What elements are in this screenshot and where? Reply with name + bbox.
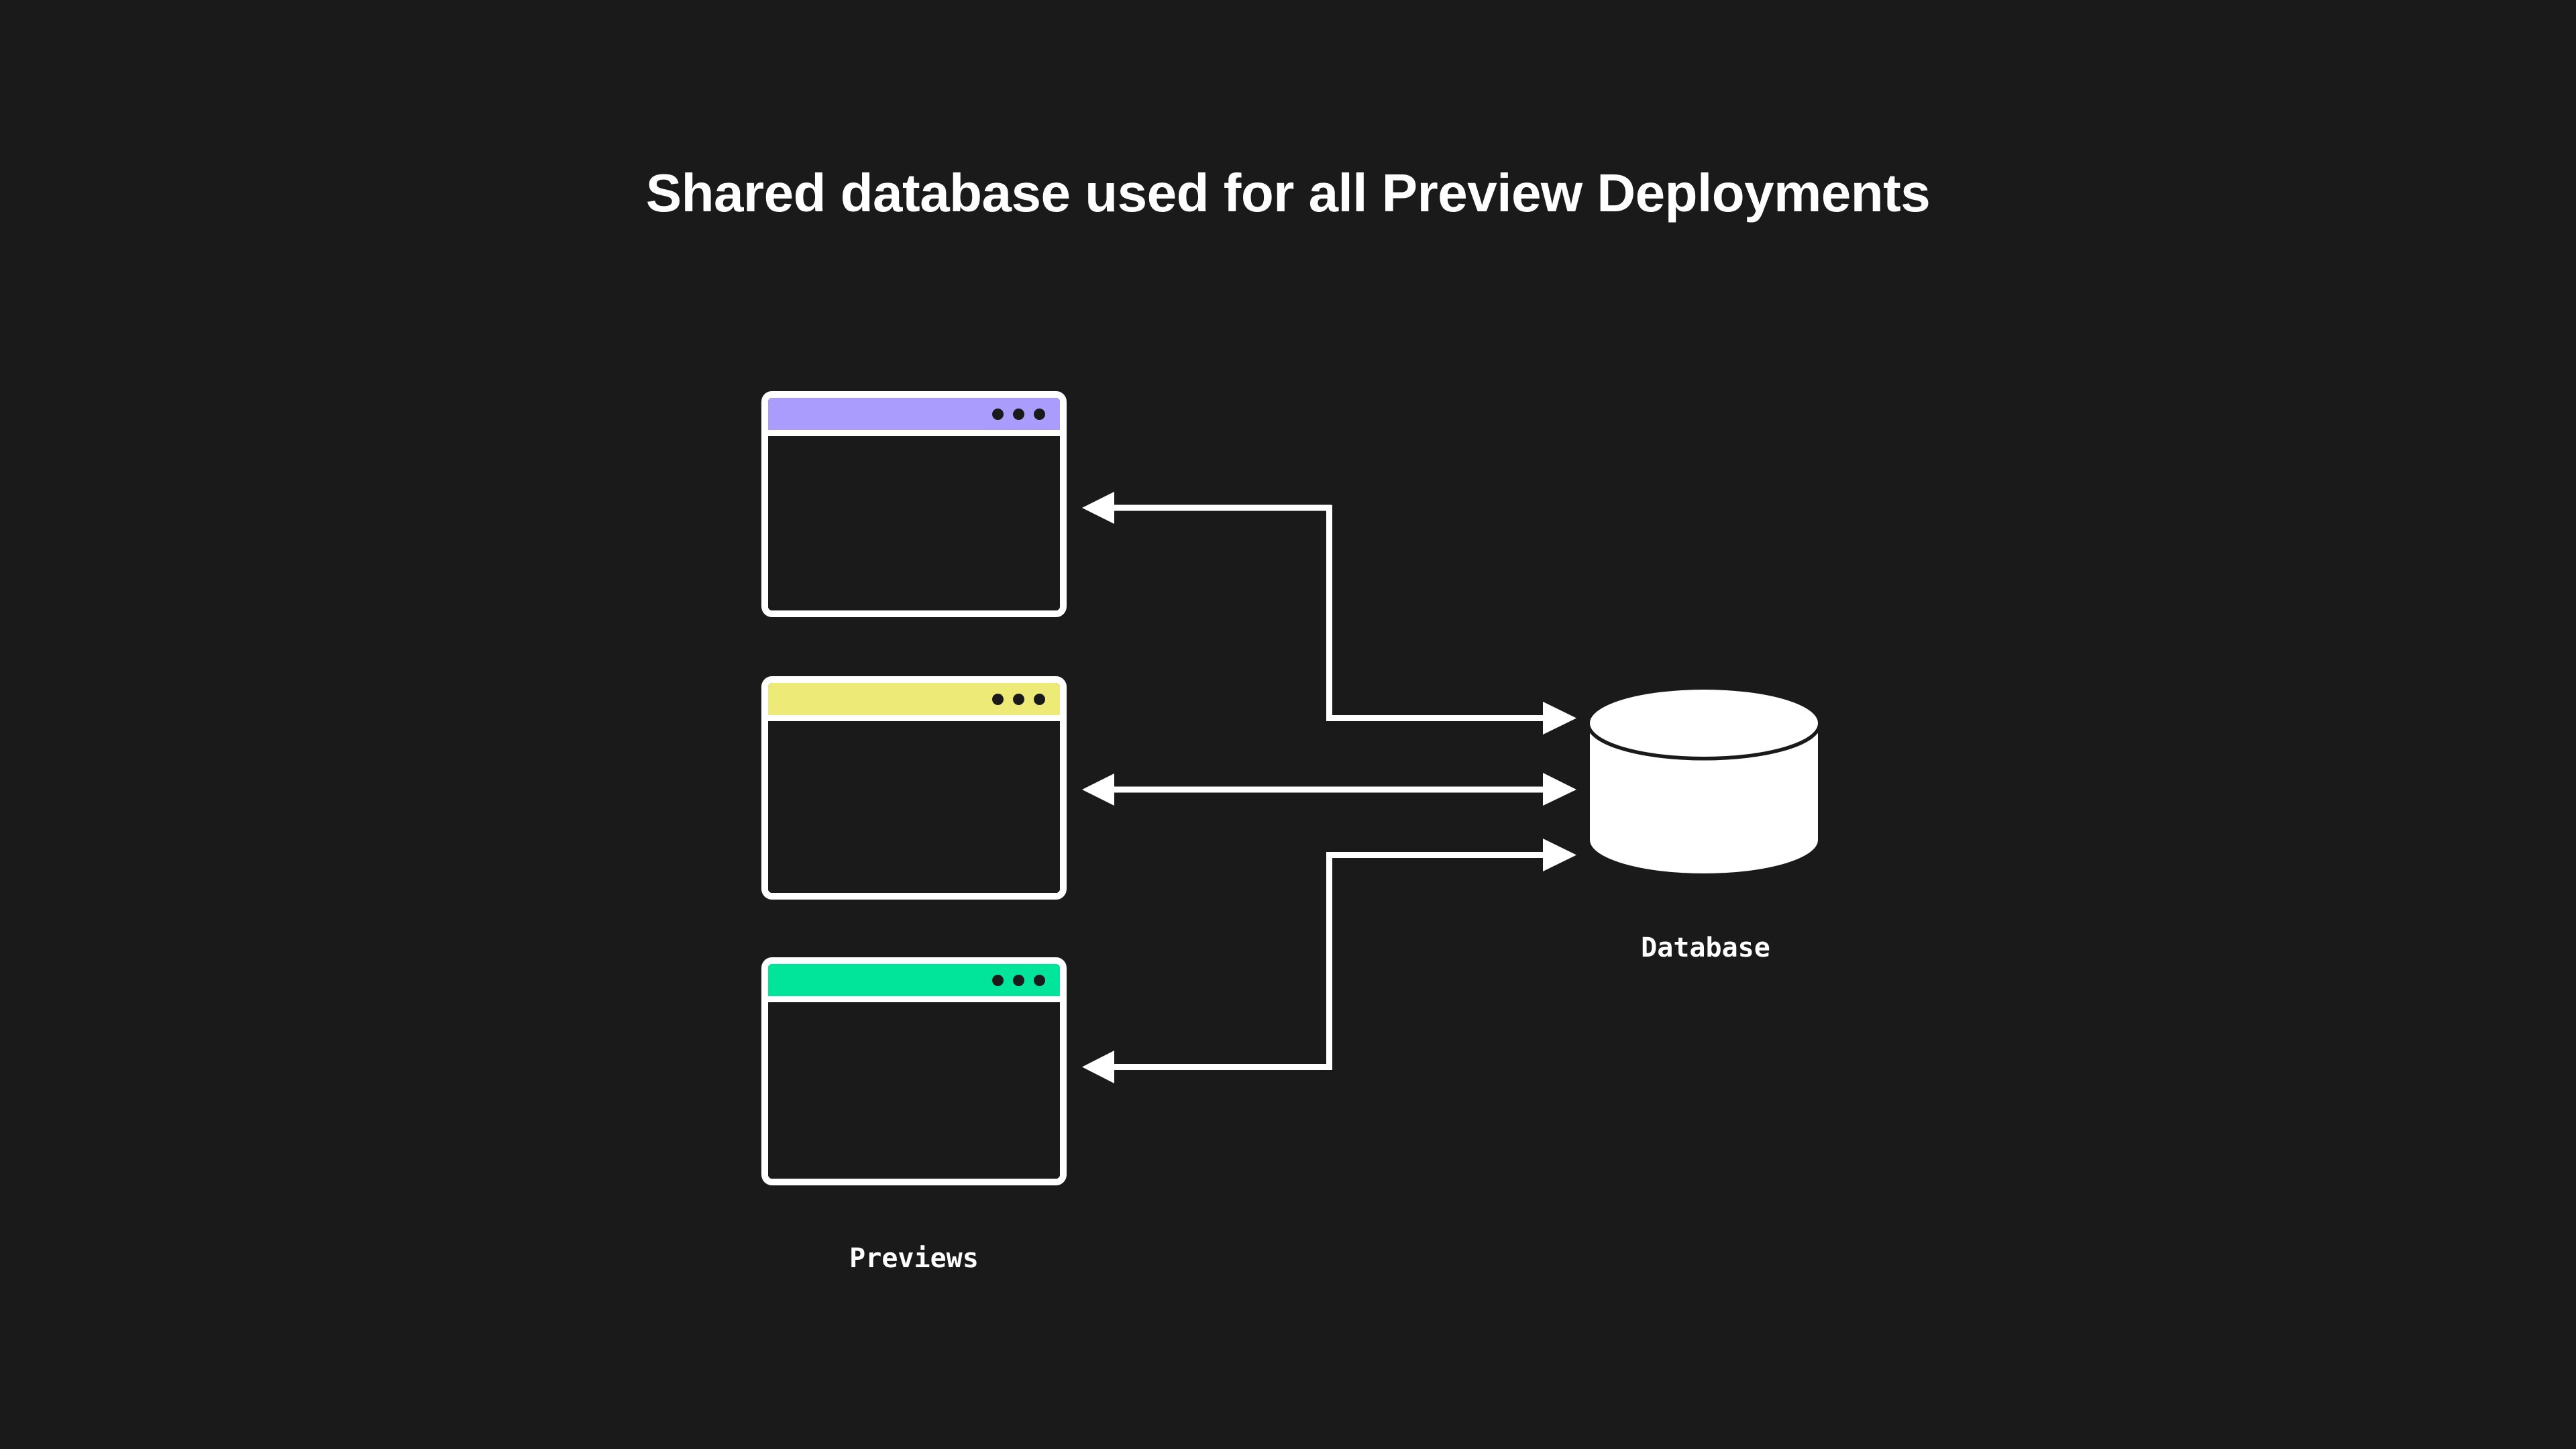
window-titlebar-2 xyxy=(768,683,1060,721)
window-dot-icon[interactable] xyxy=(1013,974,1024,986)
window-body-1 xyxy=(768,436,1060,610)
window-dot-icon[interactable] xyxy=(1034,693,1045,705)
preview-window-2[interactable] xyxy=(761,676,1067,900)
window-dot-icon[interactable] xyxy=(1034,408,1045,420)
page-title: Shared database used for all Preview Dep… xyxy=(645,163,1931,223)
window-dot-icon[interactable] xyxy=(992,693,1004,705)
window-controls-2[interactable] xyxy=(992,693,1045,705)
window-titlebar-3 xyxy=(768,964,1060,1002)
connector-window3-to-database xyxy=(1082,839,1576,1083)
window-dot-icon[interactable] xyxy=(1013,408,1024,420)
window-dot-icon[interactable] xyxy=(992,408,1004,420)
window-dot-icon[interactable] xyxy=(992,974,1004,986)
connector-window2-to-database xyxy=(1082,773,1576,806)
window-titlebar-1 xyxy=(768,398,1060,436)
window-dot-icon[interactable] xyxy=(1013,693,1024,705)
window-controls-1[interactable] xyxy=(992,408,1045,420)
preview-window-3[interactable] xyxy=(761,957,1067,1185)
window-body-3 xyxy=(768,1002,1060,1179)
window-dot-icon[interactable] xyxy=(1034,974,1045,986)
previews-label: Previews xyxy=(849,1243,979,1274)
connector-window1-to-database xyxy=(1082,492,1576,735)
preview-window-1[interactable] xyxy=(761,391,1067,617)
database-cylinder-icon[interactable] xyxy=(1587,688,1821,875)
window-body-2 xyxy=(768,721,1060,893)
window-controls-3[interactable] xyxy=(992,974,1045,986)
database-label: Database xyxy=(1641,932,1770,963)
